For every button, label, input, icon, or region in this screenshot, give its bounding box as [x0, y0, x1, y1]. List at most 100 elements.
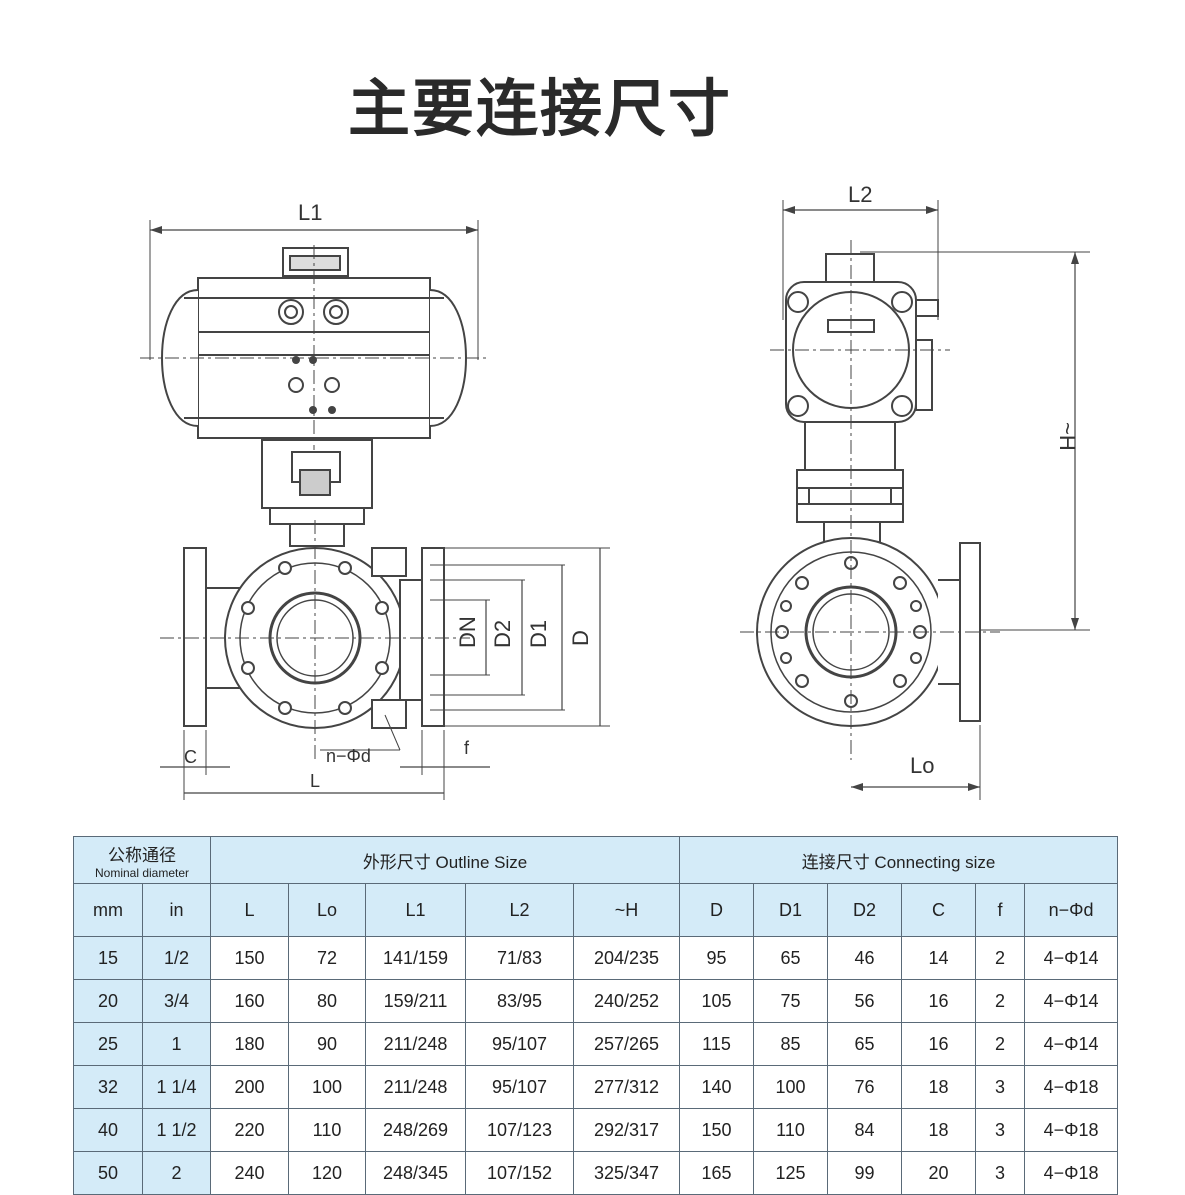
table-cell: 3: [975, 1151, 1026, 1195]
column-header: D: [679, 883, 755, 937]
table-cell: 3/4: [141, 979, 212, 1023]
table-cell: 18: [901, 1065, 977, 1109]
table-cell: 165: [679, 1151, 755, 1195]
column-header: f: [975, 883, 1026, 937]
table-cell: 159/211: [365, 979, 467, 1023]
column-header: ~H: [573, 883, 681, 937]
valve-drawing-svg: L1 L2 ~H DN D2 D1 D C L f n−Φd Lo: [140, 182, 1090, 800]
valve-drawing: L1 L2 ~H DN D2 D1 D C L f n−Φd Lo: [0, 160, 1185, 820]
table-cell: 50: [73, 1151, 143, 1195]
group-connecting-size: 连接尺寸 Connecting size: [679, 836, 1119, 884]
column-header: n−Φd: [1024, 883, 1119, 937]
table-cell: 110: [753, 1108, 829, 1152]
table-cell: 16: [901, 979, 977, 1023]
table-cell: 220: [210, 1108, 290, 1152]
dim-l1: [149, 220, 479, 360]
label-d1: D1: [526, 620, 551, 648]
table-cell: 100: [288, 1065, 367, 1109]
table-cell: 2: [141, 1151, 212, 1195]
label-l: L: [310, 771, 320, 791]
table-cell: 3: [975, 1108, 1026, 1152]
table-cell: 1: [141, 1022, 212, 1066]
label-nd: n−Φd: [326, 746, 371, 766]
table-cell: 65: [827, 1022, 903, 1066]
table-cell: 211/248: [365, 1022, 467, 1066]
table-cell: 95/107: [465, 1065, 575, 1109]
table-cell: 16: [901, 1022, 977, 1066]
table-cell: 25: [73, 1022, 143, 1066]
table-cell: 46: [827, 936, 903, 980]
label-dn: DN: [455, 616, 480, 648]
table-cell: 20: [73, 979, 143, 1023]
table-cell: 4−Φ14: [1024, 979, 1119, 1023]
table-cell: 65: [753, 936, 829, 980]
column-header: L: [210, 883, 290, 937]
column-header: Lo: [288, 883, 367, 937]
table-cell: 211/248: [365, 1065, 467, 1109]
table-cell: 110: [288, 1108, 367, 1152]
table-cell: 200: [210, 1065, 290, 1109]
table-cell: 80: [288, 979, 367, 1023]
table-cell: 72: [288, 936, 367, 980]
table-cell: 120: [288, 1151, 367, 1195]
table-cell: 105: [679, 979, 755, 1023]
table-cell: 4−Φ18: [1024, 1151, 1119, 1195]
label-d2: D2: [490, 620, 515, 648]
table-cell: 150: [210, 936, 290, 980]
table-cell: 2: [975, 979, 1026, 1023]
label-l1: L1: [298, 200, 322, 225]
table-cell: 107/152: [465, 1151, 575, 1195]
table-group-header-row: 公称通径 Nominal diameter 外形尺寸 Outline Size …: [72, 836, 1119, 884]
table-cell: 204/235: [573, 936, 681, 980]
page-title: 主要连接尺寸: [347, 72, 732, 145]
dimension-table: 公称通径 Nominal diameter 外形尺寸 Outline Size …: [72, 836, 1119, 1195]
column-header: mm: [73, 883, 143, 937]
table-cell: 180: [210, 1022, 290, 1066]
table-cell: 325/347: [573, 1151, 681, 1195]
table-cell: 4−Φ14: [1024, 936, 1119, 980]
table-cell: 4−Φ14: [1024, 1022, 1119, 1066]
table-cell: 14: [901, 936, 977, 980]
table-cell: 40: [73, 1108, 143, 1152]
table-cell: 95/107: [465, 1022, 575, 1066]
table-cell: 277/312: [573, 1065, 681, 1109]
group-nominal-en: Nominal diameter: [94, 865, 190, 880]
table-cell: 3: [975, 1065, 1026, 1109]
table-cell: 83/95: [465, 979, 575, 1023]
table-cell: 240: [210, 1151, 290, 1195]
table-cell: 140: [679, 1065, 755, 1109]
group-nominal-diameter: 公称通径 Nominal diameter: [72, 836, 212, 884]
table-cell: 2: [975, 1022, 1026, 1066]
column-header: C: [901, 883, 977, 937]
table-cell: 4−Φ18: [1024, 1065, 1119, 1109]
table-cell: 292/317: [573, 1108, 681, 1152]
table-cell: 56: [827, 979, 903, 1023]
group-nominal-cn: 公称通径: [108, 845, 176, 865]
table-cell: 2: [975, 936, 1026, 980]
table-cell: 248/269: [365, 1108, 467, 1152]
table-cell: 4−Φ18: [1024, 1108, 1119, 1152]
table-cell: 71/83: [465, 936, 575, 980]
table-cell: 115: [679, 1022, 755, 1066]
column-header: D1: [753, 883, 829, 937]
table-cell: 150: [679, 1108, 755, 1152]
column-header: L1: [365, 883, 467, 937]
label-lo: Lo: [910, 753, 934, 778]
table-cell: 84: [827, 1108, 903, 1152]
table-cell: 75: [753, 979, 829, 1023]
column-header: in: [141, 883, 212, 937]
table-cell: 76: [827, 1065, 903, 1109]
table-cell: 85: [753, 1022, 829, 1066]
column-header: L2: [465, 883, 575, 937]
label-f: f: [464, 738, 470, 758]
table-cell: 90: [288, 1022, 367, 1066]
table-cell: 240/252: [573, 979, 681, 1023]
table-cell: 100: [753, 1065, 829, 1109]
label-c: C: [184, 747, 197, 767]
table-cell: 95: [679, 936, 755, 980]
